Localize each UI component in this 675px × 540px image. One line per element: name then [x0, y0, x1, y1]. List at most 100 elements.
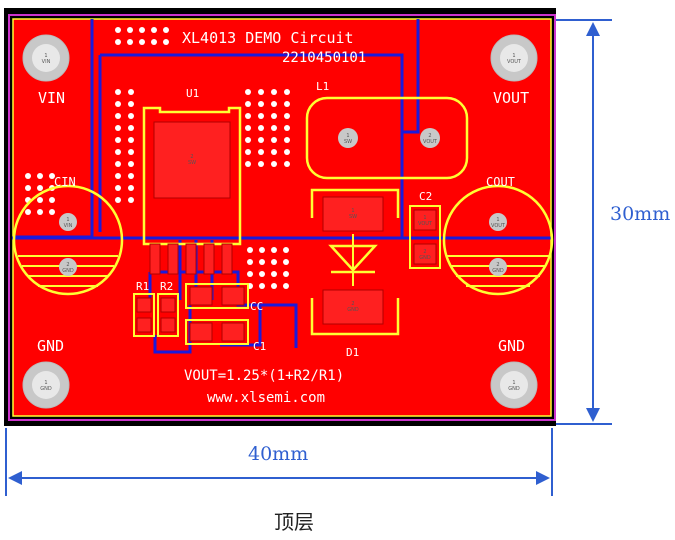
via [271, 259, 277, 265]
u1-footprint: 2 SW [142, 106, 242, 275]
via [284, 149, 290, 155]
via [128, 149, 134, 155]
via [127, 27, 133, 33]
via [258, 89, 264, 95]
via [115, 125, 121, 131]
d1-pad-2-net: GND [347, 307, 359, 313]
l1-pad-2-num: 2 [428, 133, 431, 139]
copper-pour [12, 18, 552, 417]
c2-pad-1 [413, 209, 437, 231]
cin-pad-2 [59, 258, 77, 276]
c2-pad-2-net: GND [419, 255, 431, 261]
via [128, 161, 134, 167]
via [127, 39, 133, 45]
via [115, 39, 121, 45]
label-cout: COUT [486, 175, 515, 189]
label-vin: VIN [38, 89, 65, 107]
label-gnd-left: GND [37, 337, 64, 355]
d1-outline-bottom [310, 298, 400, 336]
via [284, 161, 290, 167]
mounting-holes: 1 VIN 1 VOUT 1 GND 1 GND [22, 34, 538, 409]
width-label: 40mm [248, 443, 308, 465]
l1-pad-1-num: 1 [346, 133, 349, 139]
cout-pad-1-net: VOUT [491, 223, 506, 229]
cout-pad-2-num: 2 [496, 262, 499, 268]
cout-outline [442, 184, 554, 296]
r1-pad-2 [136, 317, 152, 333]
cin-pad-1-net: VIN [64, 223, 73, 229]
via [245, 125, 251, 131]
c2-pad-1-net: VOUT [418, 221, 433, 227]
via [258, 101, 264, 107]
vout-pad-num: 1 [512, 53, 515, 59]
via [245, 89, 251, 95]
via [247, 247, 253, 253]
via [271, 283, 277, 289]
cin-footprint: 1 VIN 2 GND [12, 184, 124, 296]
u1-tab-num: 2 [190, 154, 193, 160]
via [284, 89, 290, 95]
cin-pad-1 [59, 213, 77, 231]
via [259, 283, 265, 289]
via [271, 113, 277, 119]
r1-pad-1 [136, 297, 152, 313]
vout-terminal-hole: 1 VOUT [490, 34, 538, 82]
cout-pad-1 [489, 213, 507, 231]
l1-pad-1 [338, 128, 358, 148]
vout-formula: VOUT=1.25*(1+R2/R1) [184, 368, 344, 384]
via [115, 149, 121, 155]
via [283, 247, 289, 253]
arrow-left-icon [8, 471, 22, 485]
vin-terminal-hole: 1 VIN [22, 34, 70, 82]
via [49, 209, 55, 215]
via [283, 271, 289, 277]
label-cc: CC [250, 300, 263, 313]
u1-pin-1 [149, 243, 161, 275]
r2-pad-2 [160, 317, 176, 333]
via [115, 113, 121, 119]
gnd-right-pad-net: GND [508, 386, 520, 392]
c2-outline [409, 205, 441, 269]
via [284, 125, 290, 131]
via [245, 149, 251, 155]
c1-pad-2 [221, 322, 245, 342]
gnd-left-pad-num: 1 [44, 380, 47, 386]
via [271, 161, 277, 167]
via [139, 27, 145, 33]
via [245, 161, 251, 167]
via [284, 137, 290, 143]
via [37, 173, 43, 179]
website: www.xlsemi.com [207, 390, 325, 406]
via [139, 39, 145, 45]
via [271, 271, 277, 277]
cin-pad-2-net: GND [62, 268, 74, 274]
via [284, 101, 290, 107]
r2-outline [157, 293, 179, 337]
l1-footprint: 1 SW 2 VOUT [305, 96, 469, 180]
label-c2: C2 [419, 190, 432, 203]
label-cin: CIN [54, 175, 76, 189]
via [258, 125, 264, 131]
cin-pad-2-num: 2 [66, 262, 69, 268]
board-title: XL4013 DEMO Circuit [182, 29, 354, 47]
cout-pad-2 [489, 258, 507, 276]
c2-pad-2 [413, 243, 437, 265]
arrow-down-icon [586, 408, 600, 422]
cin-pad-1-num: 1 [66, 217, 69, 223]
d1-pad-1-net: SW [349, 214, 357, 220]
l1-outline [305, 96, 469, 180]
c1-outline [185, 319, 249, 345]
via [115, 101, 121, 107]
via [128, 89, 134, 95]
via [258, 137, 264, 143]
via [247, 259, 253, 265]
via [25, 185, 31, 191]
via [271, 125, 277, 131]
height-label: 30mm [610, 203, 670, 225]
u1-pin-4 [203, 243, 215, 275]
via [245, 113, 251, 119]
via-arrays [25, 27, 290, 289]
via [25, 173, 31, 179]
via-array-u1-right [245, 89, 290, 167]
c2-pad-1-num: 1 [423, 215, 426, 221]
